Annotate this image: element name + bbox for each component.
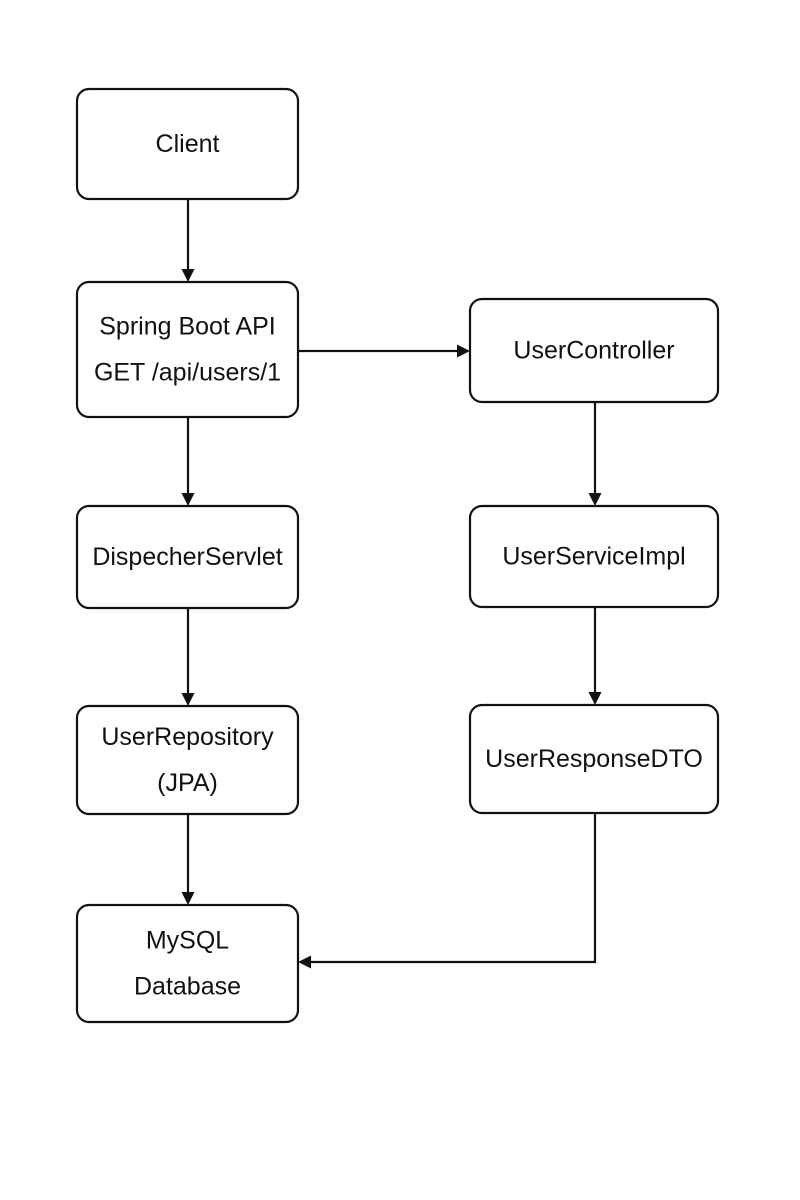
arrowhead-icon (181, 269, 195, 282)
arrowhead-icon (181, 493, 195, 506)
node-user-service-impl: UserServiceImpl (468, 504, 720, 609)
node-label: UserRepository (101, 723, 274, 751)
edge-user-response-dto-to-mysql-database (298, 813, 597, 969)
node-label: Database (134, 973, 241, 1001)
edge-dispatcher-servlet-to-user-repository (181, 608, 195, 706)
node-label: UserServiceImpl (502, 543, 685, 571)
node-box (468, 297, 720, 404)
edge-client-to-spring-boot-api (181, 199, 195, 282)
arrowhead-icon (588, 493, 602, 506)
edge-user-service-impl-to-user-response-dto (588, 607, 602, 705)
edge-spring-boot-api-to-user-controller (298, 344, 470, 358)
node-label: (JPA) (157, 769, 218, 797)
node-box (468, 504, 720, 609)
node-label: DispecherServlet (92, 543, 282, 571)
node-user-response-dto: UserResponseDTO (468, 703, 720, 815)
node-box (468, 703, 720, 815)
node-box (75, 87, 300, 201)
node-box (75, 504, 300, 610)
edges-layer (181, 199, 602, 969)
node-user-controller: UserController (468, 297, 720, 404)
node-box (75, 704, 300, 816)
arrowhead-icon (298, 955, 311, 969)
node-client: Client (75, 87, 300, 201)
node-label: UserController (513, 337, 674, 365)
edge-user-controller-to-user-service-impl (588, 402, 602, 506)
node-dispatcher-servlet: DispecherServlet (75, 504, 300, 610)
arrowhead-icon (588, 692, 602, 705)
node-label: GET /api/users/1 (94, 359, 281, 387)
node-box (75, 280, 300, 419)
edge-user-repository-to-mysql-database (181, 814, 195, 905)
node-label: Spring Boot API (99, 313, 276, 341)
node-label: MySQL (146, 927, 229, 955)
node-label: UserResponseDTO (485, 745, 703, 773)
node-box (75, 903, 300, 1024)
node-spring-boot-api: Spring Boot API GET /api/users/1 (75, 280, 300, 419)
node-label: Client (156, 130, 220, 158)
arrowhead-icon (181, 892, 195, 905)
node-user-repository: UserRepository (JPA) (75, 704, 300, 816)
edge-spring-boot-api-to-dispatcher-servlet (181, 417, 195, 506)
arrowhead-icon (457, 344, 470, 358)
node-mysql-database: MySQL Database (75, 903, 300, 1024)
arrowhead-icon (181, 693, 195, 706)
connector-line (308, 813, 597, 964)
